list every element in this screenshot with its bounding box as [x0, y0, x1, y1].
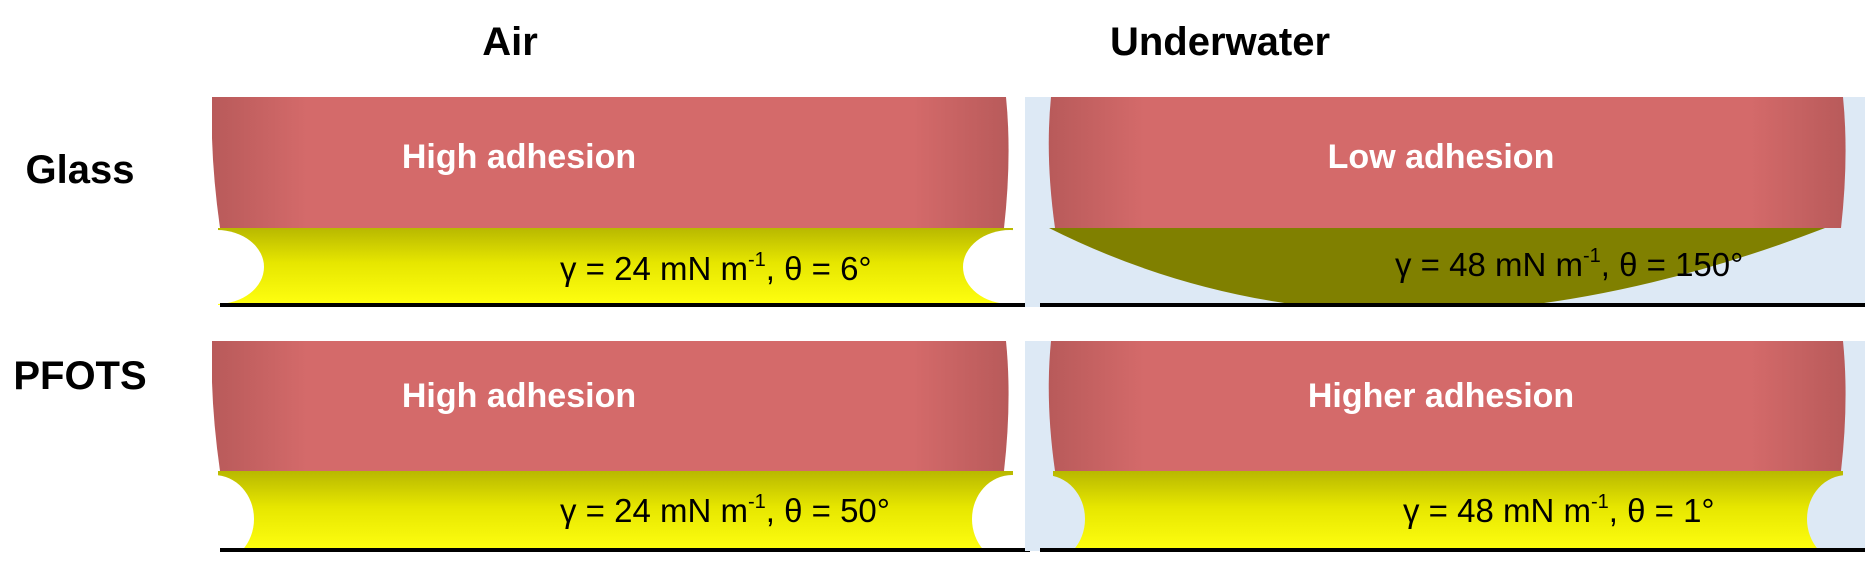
meniscus-left — [1025, 475, 1085, 551]
parameter-label: γ = 48 mN m-1, θ = 150° — [1395, 245, 1743, 285]
glass-air-illustration — [212, 97, 1052, 305]
liquid-bridge — [1053, 471, 1843, 551]
parameter-label: γ = 24 mN m-1, θ = 50° — [560, 491, 890, 531]
theta-text: , θ = 1° — [1608, 492, 1715, 529]
liquid-droplet — [1049, 228, 1825, 307]
unit-exponent: -1 — [1582, 245, 1601, 267]
theta-text: , θ = 150° — [1600, 246, 1744, 283]
unit-exponent: -1 — [747, 249, 766, 271]
parameter-label: γ = 24 mN m-1, θ = 6° — [560, 249, 872, 289]
meniscus-right — [1807, 475, 1865, 551]
sphere — [1048, 341, 1846, 471]
row-label-glass: Glass — [25, 148, 135, 192]
substrate-line-glass-air — [220, 303, 1030, 307]
meniscus-left — [212, 230, 264, 304]
substrate-line-glass-underwater — [1040, 303, 1865, 307]
adhesion-label: Low adhesion — [1327, 138, 1555, 176]
substrate-line-pfots-underwater — [1040, 548, 1865, 552]
panel-pfots-underwater: Higher adhesion γ = 48 mN m-1, θ = 1° — [1025, 341, 1865, 551]
sphere — [212, 97, 1009, 228]
adhesion-label: Higher adhesion — [1307, 377, 1575, 415]
column-header-underwater: Underwater — [1109, 20, 1331, 64]
row-label-pfots: PFOTS — [13, 354, 147, 398]
theta-text: , θ = 6° — [765, 250, 872, 287]
glass-underwater-illustration — [1048, 97, 1846, 307]
pfots-underwater-illustration — [1025, 341, 1865, 551]
unit-exponent: -1 — [747, 491, 766, 513]
parameter-label: γ = 48 mN m-1, θ = 1° — [1403, 491, 1715, 531]
adhesion-label: High adhesion — [401, 377, 637, 415]
substrate-line-pfots-air — [220, 548, 1030, 552]
pfots-air-illustration — [212, 341, 1052, 551]
panel-glass-underwater: Low adhesion γ = 48 mN m-1, θ = 150° — [1025, 97, 1865, 307]
panel-glass-air: High adhesion γ = 24 mN m-1, θ = 6° — [212, 97, 1052, 307]
liquid-bridge — [218, 228, 1013, 305]
adhesion-label: High adhesion — [401, 138, 637, 176]
meniscus-left — [212, 475, 254, 551]
sphere — [212, 341, 1009, 471]
unit-exponent: -1 — [1590, 491, 1609, 513]
gamma-text: γ = 24 mN m — [560, 492, 748, 529]
gamma-text: γ = 48 mN m — [1403, 492, 1591, 529]
theta-text: , θ = 50° — [765, 492, 890, 529]
liquid-bridge — [218, 471, 1013, 551]
gamma-text: γ = 24 mN m — [560, 250, 748, 287]
gamma-text: γ = 48 mN m — [1395, 246, 1583, 283]
column-header-air: Air — [482, 20, 538, 64]
sphere — [1048, 97, 1846, 228]
panel-pfots-air: High adhesion γ = 24 mN m-1, θ = 50° — [212, 341, 1052, 551]
